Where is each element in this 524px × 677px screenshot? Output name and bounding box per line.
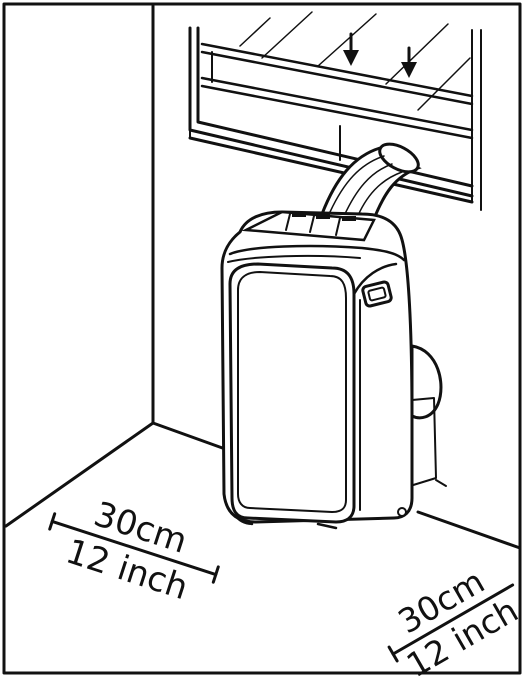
right-clearance-dimension: 30cm 12 inch [387, 561, 524, 677]
handle-icon [361, 280, 393, 308]
airflow-arrow-icon [343, 32, 359, 66]
panel-button [316, 214, 330, 219]
panel-button [342, 216, 356, 221]
panel-button [292, 212, 306, 217]
air-conditioner-unit [220, 210, 447, 530]
window [188, 11, 482, 211]
room-walls [4, 4, 522, 550]
airflow-arrow-icon [401, 46, 417, 78]
rear-fan-housing [410, 344, 443, 420]
front-panel [228, 262, 356, 524]
exhaust-hose [319, 142, 422, 226]
wheel [397, 507, 407, 517]
left-clearance-dimension: 30cm 12 inch [48, 494, 220, 608]
